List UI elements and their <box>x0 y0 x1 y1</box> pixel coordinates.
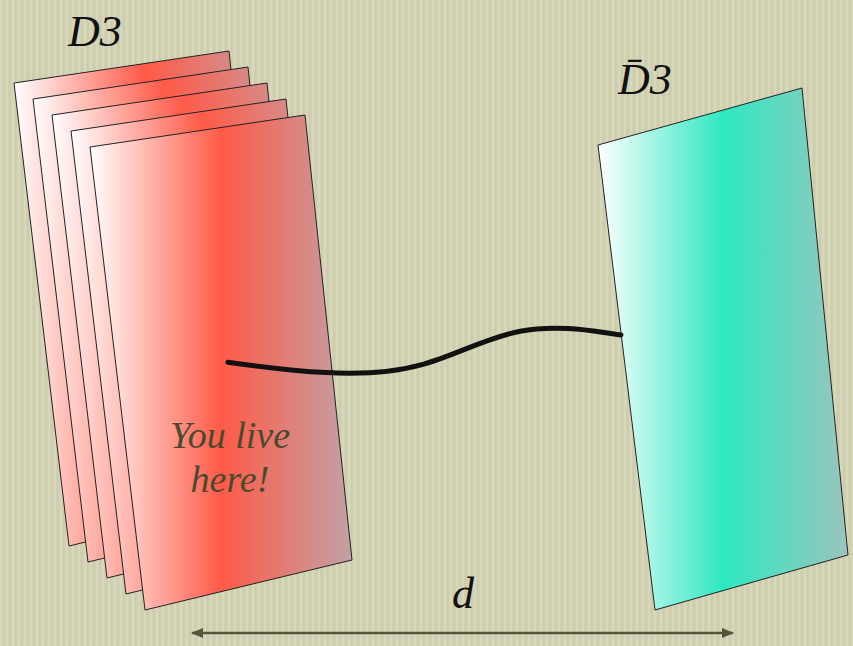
dimension-line <box>192 632 733 635</box>
d3-brane-stack: D3You live here! <box>0 0 370 630</box>
dimension-label: d <box>452 572 474 616</box>
brane-sheet <box>90 115 352 610</box>
callout-note: You live here! <box>138 414 322 501</box>
brane-label: D3 <box>68 10 122 54</box>
brane-sheet <box>0 0 370 630</box>
open-string <box>228 328 621 373</box>
anti-d3-brane: D̄3 <box>590 40 853 625</box>
brane-sheet <box>598 88 848 610</box>
brane-sheet <box>590 40 853 625</box>
antibrane-label: D̄3 <box>618 58 672 102</box>
